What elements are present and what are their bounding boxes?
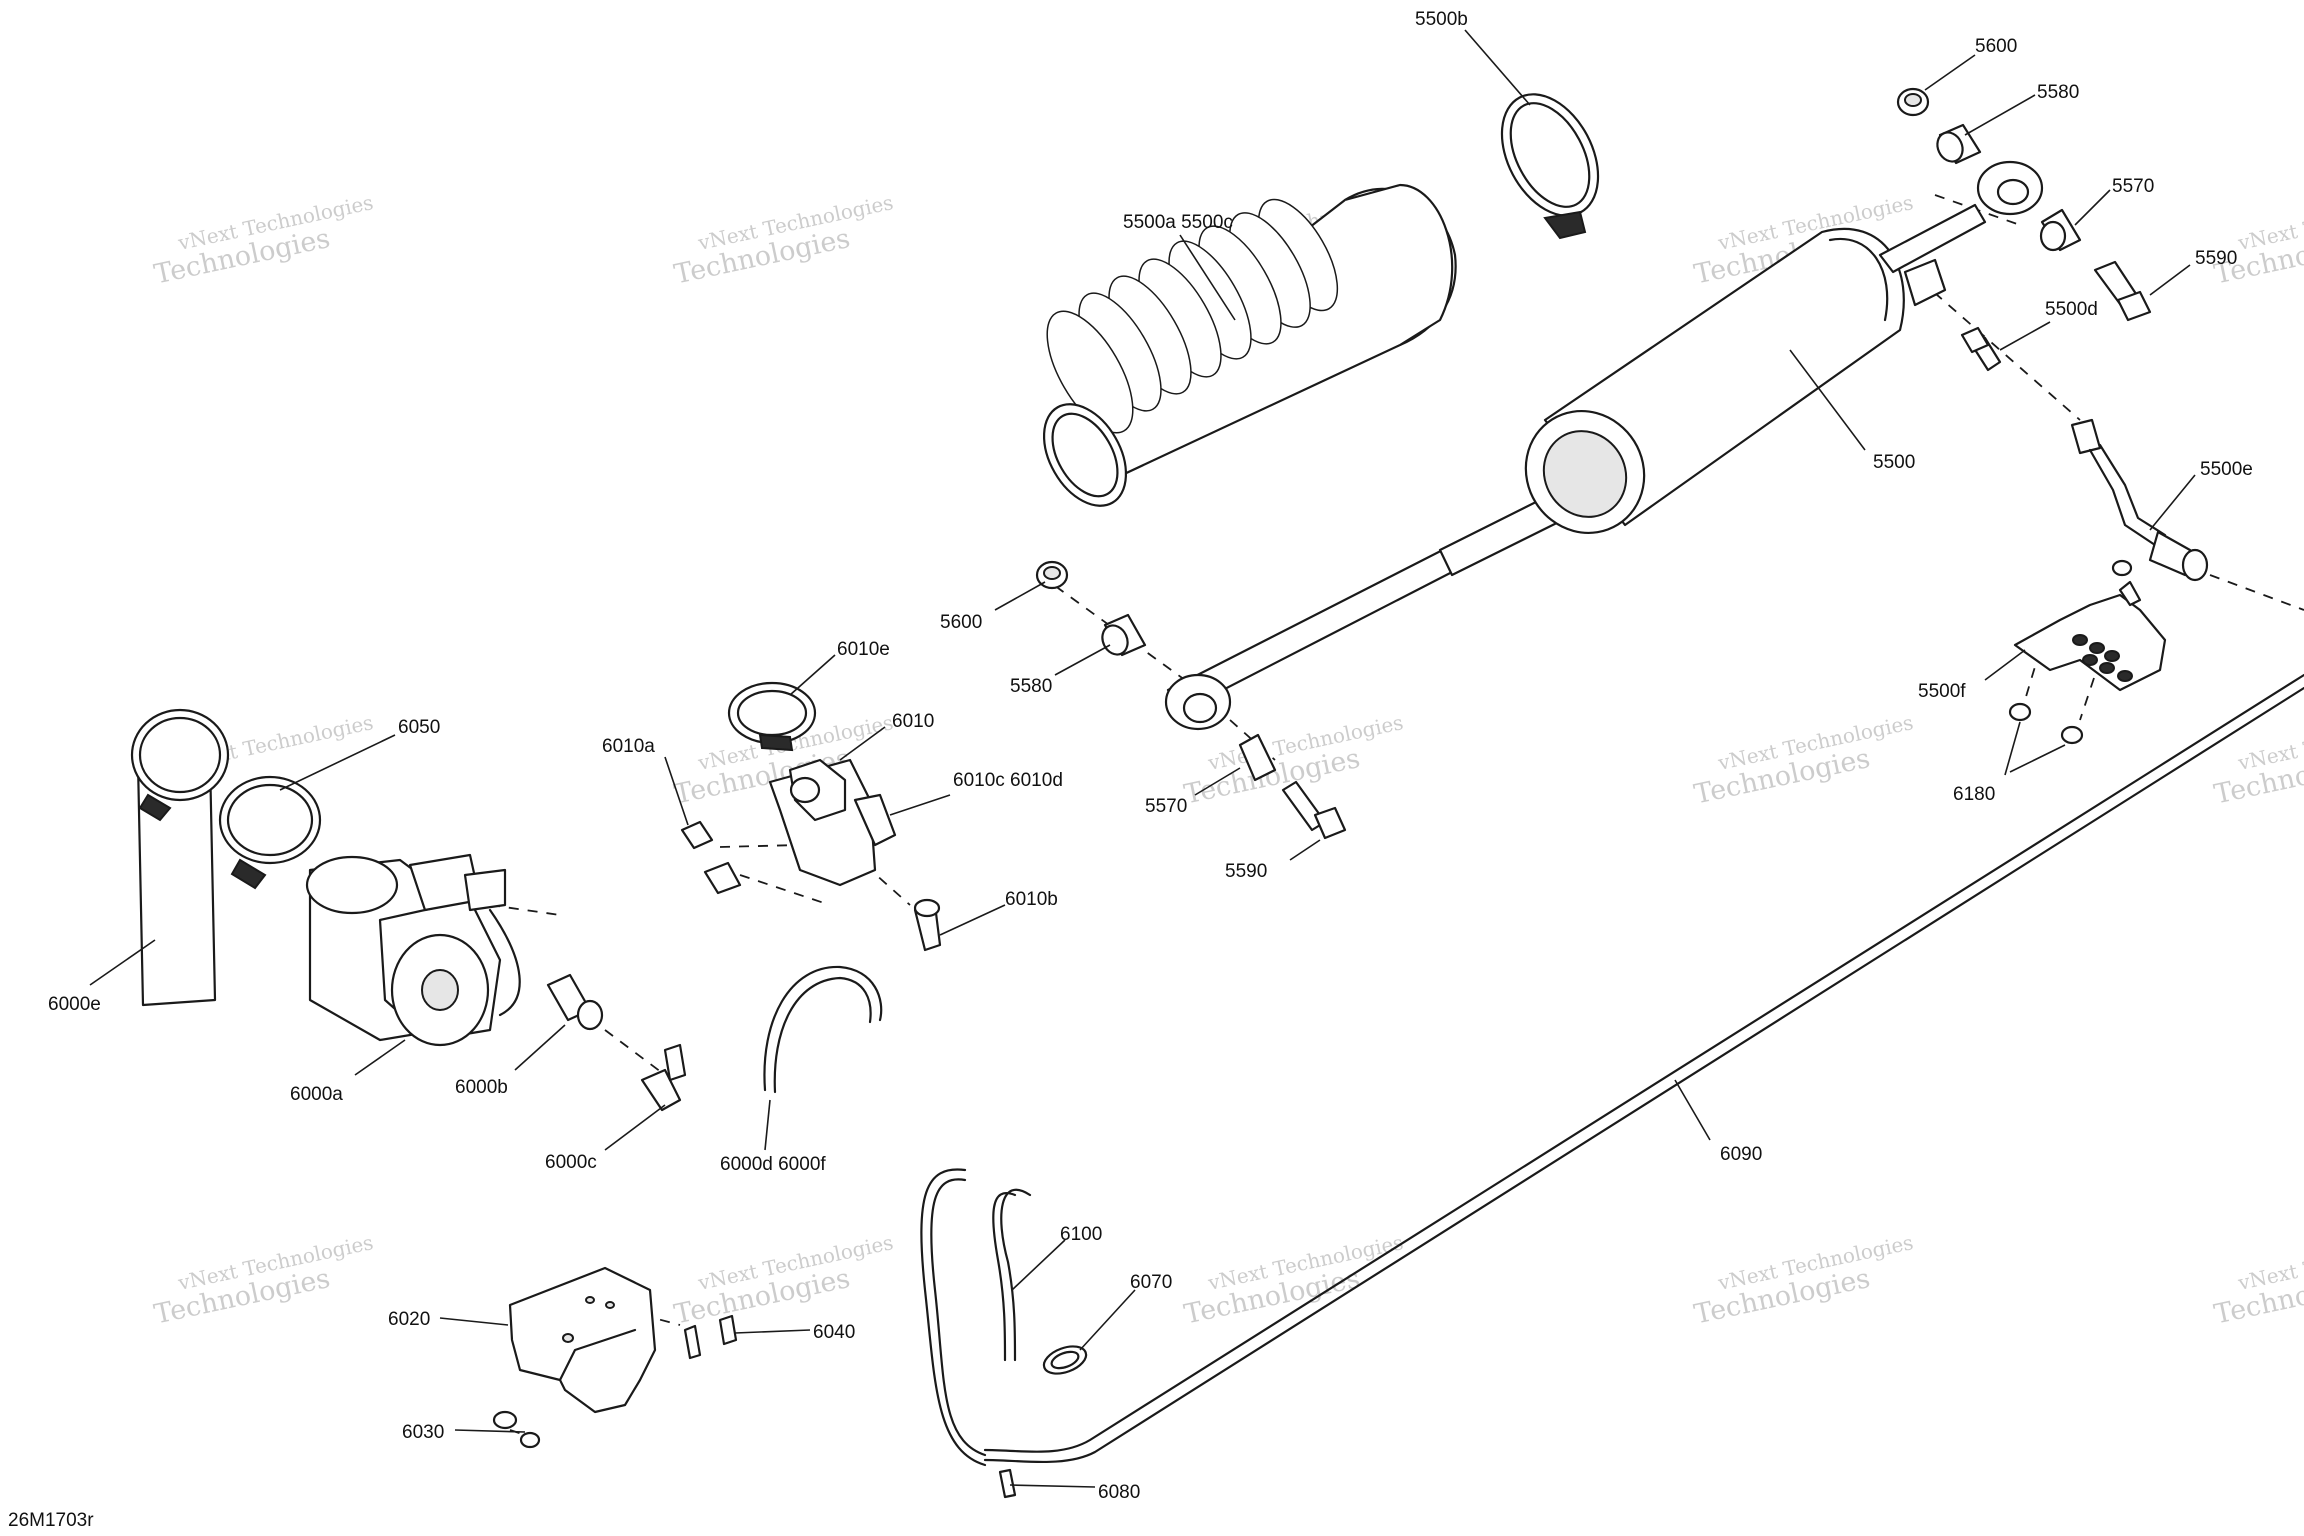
top-hardware [1896, 87, 2152, 372]
valve-block-6010 [680, 681, 942, 952]
bracket-5500f [2008, 559, 2167, 745]
leader-lines [89, 29, 2196, 1488]
callout-6090: 6090 [1720, 1144, 1762, 1165]
callout-6000d-6000f: 6000d 6000f [720, 1154, 826, 1175]
callout-5500: 5500 [1873, 452, 1915, 473]
callout-6100: 6100 [1060, 1224, 1102, 1245]
drawing-reference: 26M1703r [8, 1510, 94, 1531]
actuator-assembly [1164, 160, 2044, 731]
callout-6010b: 6010b [1005, 889, 1058, 910]
pump-assembly [130, 708, 687, 1112]
callout-6000a: 6000a [290, 1084, 343, 1105]
bracket-6020 [492, 1266, 738, 1449]
callout-6010c-6010d: 6010c 6010d [953, 770, 1063, 791]
callout-6010a: 6010a [602, 736, 655, 757]
callout-6020: 6020 [388, 1309, 430, 1330]
clamp-5500b [1500, 93, 1600, 240]
callout-6000b: 6000b [455, 1077, 508, 1098]
callout-5600: 5600 [940, 612, 982, 633]
callout-5500d: 5500d [2045, 299, 2098, 320]
callout-6010e: 6010e [837, 639, 890, 660]
callout-6000c: 6000c [545, 1152, 597, 1173]
callout-5590: 5590 [1225, 861, 1267, 882]
callout-6070: 6070 [1130, 1272, 1172, 1293]
callout-6040: 6040 [813, 1322, 855, 1343]
hoses [763, 673, 2304, 1499]
callout-6010: 6010 [892, 711, 934, 732]
callout-5580: 5580 [1010, 676, 1052, 697]
callout-5600: 5600 [1975, 36, 2017, 57]
bellows-boot [1042, 183, 1457, 507]
callout-5580: 5580 [2037, 82, 2079, 103]
callout-5590: 5590 [2195, 248, 2237, 269]
callout-labels: 5500b 5600 5580 5570 5590 5500d 5500a 55… [48, 9, 2253, 1503]
callout-5500b: 5500b [1415, 9, 1468, 30]
callout-5500a-5500c: 5500a 5500c [1123, 212, 1233, 233]
callout-6000e: 6000e [48, 994, 101, 1015]
callout-6080: 6080 [1098, 1482, 1140, 1503]
lower-hardware [1035, 560, 1347, 840]
callout-6030: 6030 [402, 1422, 444, 1443]
pipe-fitting-5500e [2070, 418, 2209, 582]
callout-5500f: 5500f [1918, 681, 1966, 702]
callout-6050: 6050 [398, 717, 440, 738]
callout-5570: 5570 [1145, 796, 1187, 817]
callout-5500e: 5500e [2200, 459, 2253, 480]
callout-5570: 5570 [2112, 176, 2154, 197]
callout-6180: 6180 [1953, 784, 1995, 805]
